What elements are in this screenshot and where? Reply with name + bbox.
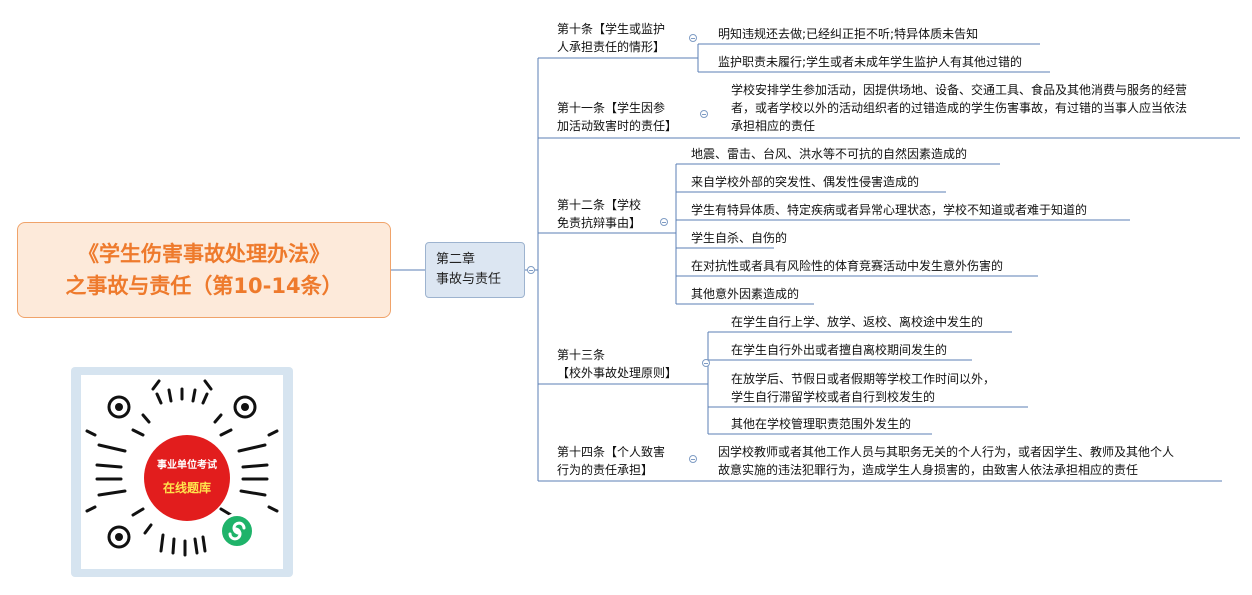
article-14-title[interactable]: 第十四条【个人致害 行为的责任承担】 xyxy=(557,443,665,479)
article-13-item-3-line1: 在放学后、节假日或者假期等学校工作时间以外， xyxy=(731,372,996,386)
root-title-line1: 《学生伤害事故处理办法》 xyxy=(78,242,330,266)
chapter-line2: 事故与责任 xyxy=(436,272,502,287)
article-11-line1: 学校安排学生参加活动，因提供场地、设备、交通工具、食品及其他消费与服务的经营 xyxy=(731,83,1188,97)
article-12-title-line2: 免责抗辩事由】 xyxy=(557,216,642,230)
article-12-item-3[interactable]: 学生有特异体质、特定疾病或者异常心理状态，学校不知道或者难于知道的 xyxy=(691,203,1088,217)
qr-badge: 事业单位考试 在线题库 xyxy=(144,435,230,521)
qr-pattern xyxy=(85,379,279,557)
article-10-title-line2: 人承担责任的情形】 xyxy=(557,40,666,54)
qr-badge-line2: 在线题库 xyxy=(162,481,211,495)
article-11-item[interactable]: 学校安排学生参加活动，因提供场地、设备、交通工具、食品及其他消费与服务的经营 者… xyxy=(731,81,1187,135)
article-14-line2: 故意实施的违法犯罪行为，造成学生人身损害的，由致害人依法承担相应的责任 xyxy=(718,463,1139,477)
article-11-line2: 者，或者学校以外的活动组织者的过错造成的学生伤害事故，有过错的当事人应当依法 xyxy=(731,101,1188,115)
article-12-item-4[interactable]: 学生自杀、自伤的 xyxy=(691,231,788,245)
article-12-item-2[interactable]: 来自学校外部的突发性、偶发性侵害造成的 xyxy=(691,175,920,189)
article-13-item-2[interactable]: 在学生自行外出或者擅自离校期间发生的 xyxy=(731,343,948,357)
article-13-item-1[interactable]: 在学生自行上学、放学、返校、离校途中发生的 xyxy=(731,315,984,329)
article-14-line1: 因学校教师或者其他工作人员与其职务无关的个人行为，或者因学生、教师及其他个人 xyxy=(718,445,1175,459)
article-14-item[interactable]: 因学校教师或者其他工作人员与其职务无关的个人行为，或者因学生、教师及其他个人 故… xyxy=(718,443,1174,479)
article-14-title-line2: 行为的责任承担】 xyxy=(557,463,654,477)
qr-badge-line1: 事业单位考试 xyxy=(157,460,217,471)
root-topic[interactable]: 《学生伤害事故处理办法》 之事故与责任（第10-14条） xyxy=(17,222,391,318)
article-10-title-line1: 第十条【学生或监护 xyxy=(557,22,666,36)
article-10-item-2[interactable]: 监护职责未履行;学生或者未成年学生监护人有其他过错的 xyxy=(718,55,1023,69)
collapse-icon-article-14[interactable] xyxy=(689,455,697,463)
collapse-icon-chapter[interactable] xyxy=(527,266,535,274)
qr-code[interactable]: 事业单位考试 在线题库 xyxy=(81,375,283,569)
article-13-item-3[interactable]: 在放学后、节假日或者假期等学校工作时间以外， 学生自行滞留学校或者自行到校发生的 xyxy=(731,370,995,406)
article-10-title[interactable]: 第十条【学生或监护 人承担责任的情形】 xyxy=(557,20,665,56)
qr-code-frame: 事业单位考试 在线题库 xyxy=(71,367,293,577)
collapse-icon-article-13[interactable] xyxy=(702,359,710,367)
article-10-item-1[interactable]: 明知违规还去做;已经纠正拒不听;特异体质未告知 xyxy=(718,27,979,41)
article-13-title[interactable]: 第十三条 【校外事故处理原则】 xyxy=(557,346,677,382)
collapse-icon-article-11[interactable] xyxy=(700,110,708,118)
chapter-topic[interactable]: 第二章 事故与责任 xyxy=(425,242,525,298)
article-12-title[interactable]: 第十二条【学校 免责抗辩事由】 xyxy=(557,196,641,232)
article-13-item-4[interactable]: 其他在学校管理职责范围外发生的 xyxy=(731,417,912,431)
article-13-title-line1: 第十三条 xyxy=(557,348,606,362)
collapse-icon-article-12[interactable] xyxy=(660,218,668,226)
article-11-line3: 承担相应的责任 xyxy=(731,119,816,133)
collapse-icon-article-10[interactable] xyxy=(689,34,697,42)
mini-program-icon xyxy=(219,513,255,549)
article-11-title[interactable]: 第十一条【学生因参 加活动致害时的责任】 xyxy=(557,99,677,135)
article-13-item-3-line2: 学生自行滞留学校或者自行到校发生的 xyxy=(731,390,936,404)
article-12-item-6[interactable]: 其他意外因素造成的 xyxy=(691,287,800,301)
article-11-title-line2: 加活动致害时的责任】 xyxy=(557,119,678,133)
article-13-title-line2: 【校外事故处理原则】 xyxy=(557,366,678,380)
article-11-title-line1: 第十一条【学生因参 xyxy=(557,101,666,115)
chapter-line1: 第二章 xyxy=(436,252,476,267)
article-12-title-line1: 第十二条【学校 xyxy=(557,198,642,212)
article-12-item-5[interactable]: 在对抗性或者具有风险性的体育竞赛活动中发生意外伤害的 xyxy=(691,259,1004,273)
article-14-title-line1: 第十四条【个人致害 xyxy=(557,445,666,459)
root-title-line2: 之事故与责任（第10-14条） xyxy=(65,274,343,298)
article-12-item-1[interactable]: 地震、雷击、台风、洪水等不可抗的自然因素造成的 xyxy=(691,147,968,161)
